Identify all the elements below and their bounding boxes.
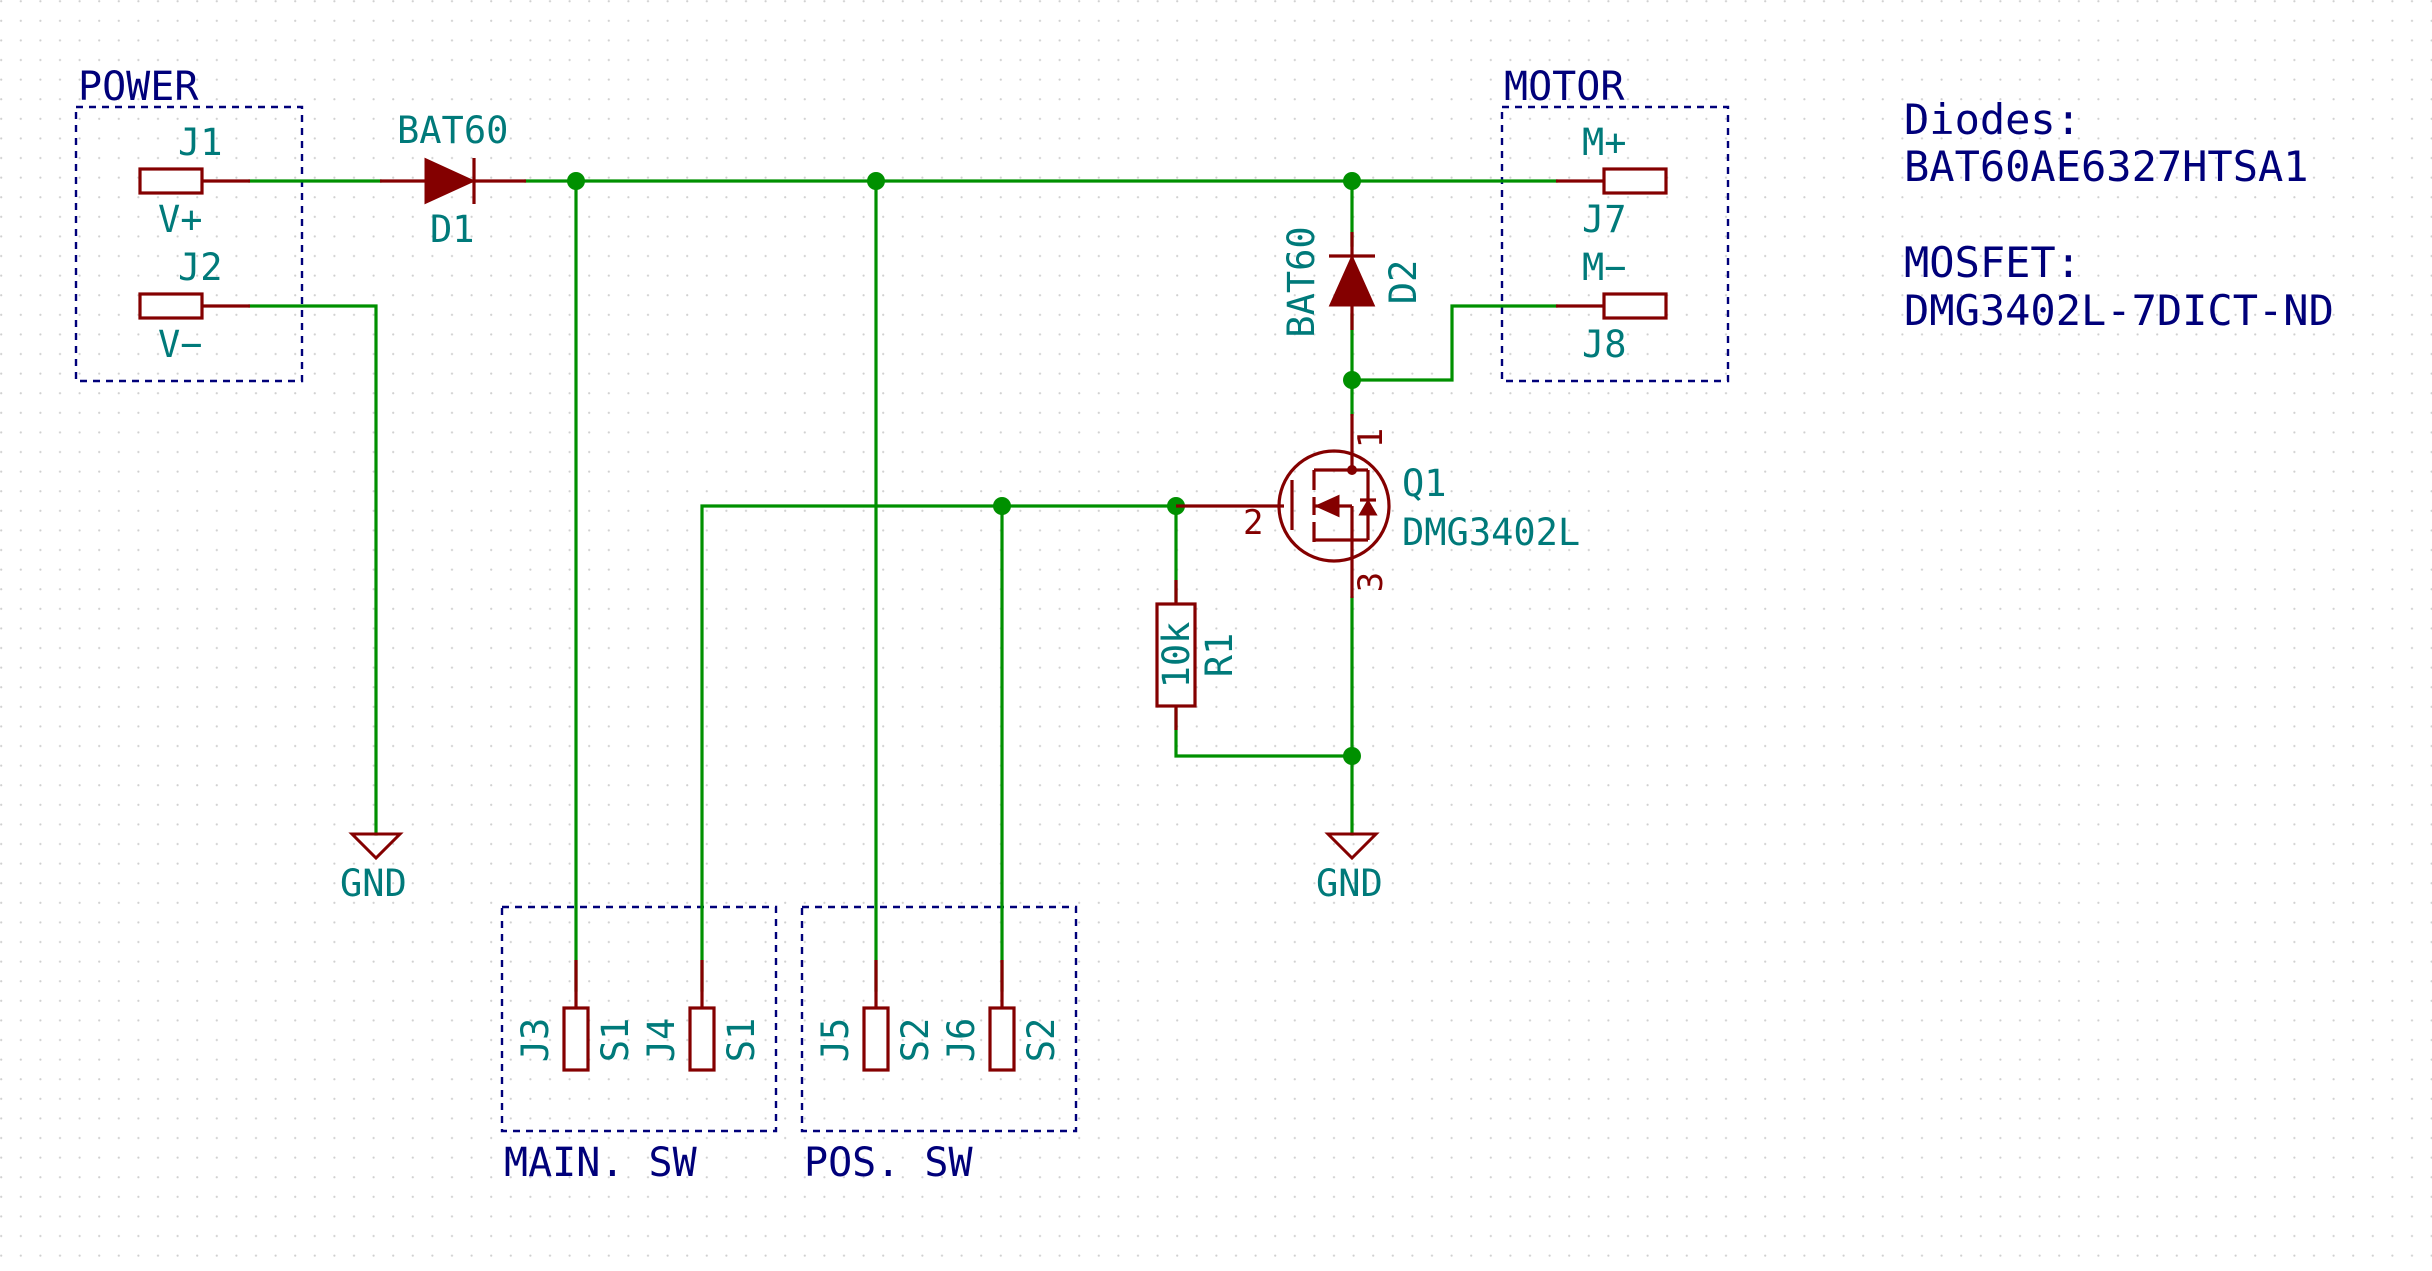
- j6-ref: J6: [940, 1018, 983, 1063]
- connector-j3[interactable]: J3 S1: [514, 960, 637, 1072]
- motor-box: [1500, 105, 1730, 383]
- junction-dot: [567, 172, 585, 190]
- gnd-left-label: GND: [340, 862, 407, 905]
- connector-j2[interactable]: J2 V−: [138, 246, 250, 366]
- main-sw-box-label: MAIN. SW: [504, 1140, 698, 1186]
- j2-ref: J2: [178, 246, 223, 289]
- j8-value: M−: [1582, 246, 1627, 289]
- q1-pin-2: 2: [1243, 503, 1263, 543]
- j3-value: S1: [594, 1018, 637, 1063]
- j5-value: S2: [894, 1018, 937, 1063]
- d2-value: BAT60: [1280, 226, 1323, 337]
- motor-group: MOTOR: [1500, 64, 1730, 383]
- j4-ref: J4: [640, 1018, 683, 1063]
- j7-ref: J7: [1582, 198, 1627, 241]
- j6-value: S2: [1020, 1018, 1063, 1063]
- q1-pin-1: 1: [1351, 428, 1391, 448]
- j3-ref: J3: [514, 1018, 557, 1063]
- main-sw-box: [500, 905, 778, 1133]
- connector-j4[interactable]: J4 S1: [640, 960, 763, 1072]
- d2-ref: D2: [1382, 260, 1425, 305]
- note-mosfet-heading: MOSFET:: [1904, 238, 2081, 287]
- j2-value: V−: [158, 323, 203, 366]
- motor-box-label: MOTOR: [1504, 64, 1625, 110]
- wires: [248, 179, 1558, 992]
- junction-dot: [993, 497, 1011, 515]
- j4-body: [688, 1006, 716, 1072]
- q1-arrow: [1314, 494, 1340, 518]
- gnd-symbol-right[interactable]: GND: [1316, 832, 1383, 905]
- q1-diode-triangle: [1358, 499, 1378, 516]
- gnd-symbol-left[interactable]: GND: [340, 832, 407, 905]
- d1-ref: D1: [430, 208, 475, 251]
- q1-body-circle: [1277, 449, 1391, 563]
- diode-d1[interactable]: BAT60 D1: [380, 109, 526, 251]
- connector-j1[interactable]: J1 V+: [138, 121, 250, 241]
- d2-triangle: [1328, 254, 1376, 307]
- wire-j4-gate: [700, 504, 1178, 992]
- j1-ref: J1: [178, 121, 223, 164]
- note-mosfet-part: DMG3402L-7DICT-ND: [1904, 286, 2334, 335]
- pos-sw-box-label: POS. SW: [804, 1140, 973, 1186]
- gnd-left-triangle: [348, 832, 404, 861]
- j4-value: S1: [720, 1018, 763, 1063]
- connector-j8[interactable]: M− J8: [1556, 246, 1668, 366]
- junction-dot: [1343, 172, 1361, 190]
- j1-value: V+: [158, 198, 203, 241]
- j3-body: [562, 1006, 590, 1072]
- j8-body: [1602, 292, 1668, 320]
- j6-body: [988, 1006, 1016, 1072]
- wire-j2-gnd: [248, 304, 378, 836]
- resistor-r1[interactable]: 10k R1: [1155, 580, 1241, 730]
- pos-sw-box: [800, 905, 1078, 1133]
- junction-dot: [1343, 747, 1361, 765]
- connector-j7[interactable]: M+ J7: [1556, 121, 1668, 241]
- main-switch-group: MAIN. SW: [500, 905, 778, 1186]
- wire-j8: [1350, 304, 1558, 382]
- parts-notes: Diodes: BAT60AE6327HTSA1 MOSFET: DMG3402…: [1904, 95, 2334, 335]
- q1-ref: Q1: [1402, 462, 1447, 505]
- j7-value: M+: [1582, 121, 1627, 164]
- power-group: POWER: [74, 64, 304, 383]
- j7-body: [1602, 167, 1668, 195]
- r1-value: 10k: [1155, 622, 1198, 689]
- q1-value: DMG3402L: [1402, 511, 1580, 554]
- diode-d2[interactable]: BAT60 D2: [1280, 226, 1425, 337]
- j8-ref: J8: [1582, 323, 1627, 366]
- power-box-label: POWER: [78, 64, 199, 110]
- pos-switch-group: POS. SW: [800, 905, 1078, 1186]
- q1-pin-3: 3: [1351, 572, 1391, 592]
- d1-value: BAT60: [397, 109, 508, 152]
- note-diodes-part: BAT60AE6327HTSA1: [1904, 142, 2309, 191]
- note-diodes-heading: Diodes:: [1904, 95, 2081, 144]
- r1-ref: R1: [1198, 633, 1241, 678]
- r1-body: [1155, 602, 1197, 708]
- power-box: [74, 105, 304, 383]
- gnd-right-label: GND: [1316, 862, 1383, 905]
- j2-body: [138, 292, 204, 320]
- q1-drain-dot: [1347, 465, 1357, 475]
- connector-j5[interactable]: J5 S2: [814, 960, 937, 1072]
- j5-ref: J5: [814, 1018, 857, 1063]
- junction-dot: [867, 172, 885, 190]
- mosfet-q1[interactable]: 1 2 3 Q1 DMG3402L: [1176, 414, 1580, 598]
- junction-dot: [1343, 371, 1361, 389]
- j1-body: [138, 167, 204, 195]
- connector-j6[interactable]: J6 S2: [940, 960, 1063, 1072]
- d1-anode-triangle: [424, 157, 476, 205]
- j5-body: [862, 1006, 890, 1072]
- gnd-right-triangle: [1324, 832, 1380, 861]
